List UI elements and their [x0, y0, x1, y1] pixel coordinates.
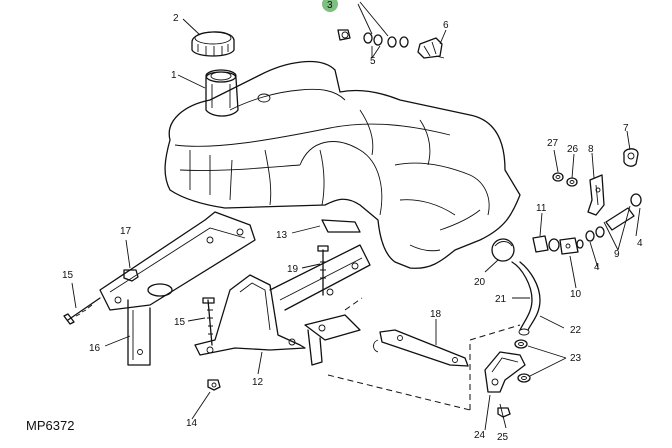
- callout-23: 23: [570, 353, 582, 364]
- callout-14: 14: [186, 418, 198, 429]
- leader-lines: [71, 1, 641, 431]
- callout-15-left: 15: [62, 270, 74, 281]
- callout-5: 5: [370, 56, 376, 67]
- callout-20: 20: [474, 277, 486, 288]
- callout-4-right: 4: [637, 238, 643, 249]
- hose-fittings: [337, 29, 443, 59]
- strainer-20: [491, 238, 515, 262]
- callout-19: 19: [287, 264, 299, 275]
- callout-10: 10: [570, 289, 582, 300]
- callout-13: 13: [276, 230, 288, 241]
- callout-27: 27: [547, 138, 559, 149]
- callout-7: 7: [623, 123, 629, 134]
- shutoff-valve: [532, 193, 642, 255]
- callout-labels: 1 2 3 4 4 5 6 7 8 9 10 11 12 13 14 15 15…: [62, 0, 643, 443]
- figure-code: MP6372: [26, 418, 74, 433]
- pad-13: [321, 219, 361, 233]
- callout-18: 18: [430, 309, 442, 320]
- nut-14: [207, 379, 221, 391]
- bracket-24: [484, 351, 526, 393]
- callout-9: 9: [614, 249, 620, 260]
- washer-27: [552, 172, 564, 182]
- callout-12: 12: [252, 377, 264, 388]
- callout-26: 26: [567, 144, 579, 155]
- callout-21: 21: [495, 294, 507, 305]
- callout-17: 17: [120, 226, 132, 237]
- callout-22: 22: [570, 325, 582, 336]
- callout-16: 16: [89, 343, 101, 354]
- callout-4-valve: 4: [594, 262, 600, 273]
- callout-6: 6: [443, 20, 449, 31]
- fuel-tank: [164, 60, 521, 269]
- callout-11: 11: [536, 203, 547, 214]
- callout-24: 24: [474, 430, 486, 441]
- bracket-12: [194, 244, 371, 366]
- callout-25: 25: [497, 432, 509, 443]
- bolt-15-left: [63, 297, 101, 325]
- phantom-lines: [327, 297, 521, 411]
- fuel-cap: [191, 31, 235, 57]
- callout-1: 1: [171, 70, 177, 81]
- callout-2: 2: [173, 13, 179, 24]
- bolt-15-middle: [202, 297, 215, 346]
- clip-7: [623, 148, 639, 167]
- callout-3-badge: [322, 0, 338, 12]
- bolt-19: [317, 245, 329, 296]
- fuel-line-21: [511, 261, 541, 336]
- washer-26: [566, 177, 578, 187]
- callout-3: 3: [327, 0, 333, 11]
- washers-23: [514, 339, 531, 383]
- callout-15-middle: 15: [174, 317, 186, 328]
- lever-8: [587, 174, 605, 216]
- nut-17: [123, 269, 139, 282]
- strap-18: [373, 329, 469, 367]
- bracket-16: [99, 211, 256, 366]
- nut-25: [497, 407, 511, 418]
- callout-8: 8: [588, 144, 594, 155]
